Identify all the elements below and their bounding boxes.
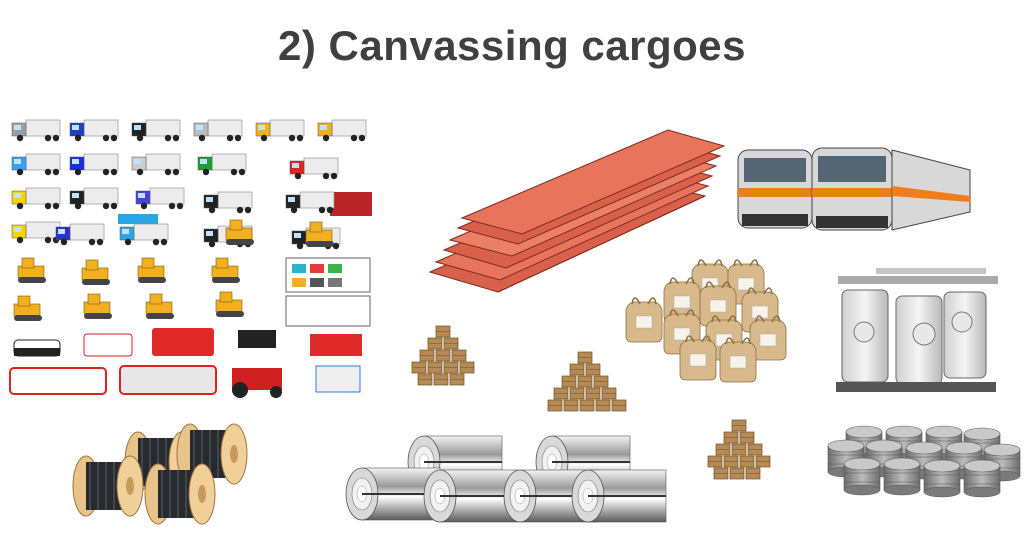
tanks-plant-icon xyxy=(836,268,998,392)
page-title: 2) Canvassing cargoes xyxy=(277,22,747,69)
bulk-bags-icon xyxy=(625,259,787,383)
drums-icon xyxy=(827,425,1021,498)
steel-coils-icon xyxy=(345,435,667,523)
vehicles-group-icon xyxy=(9,119,372,398)
steel-beams-icon xyxy=(428,129,726,293)
cable-drums-icon xyxy=(72,423,248,525)
train-icon xyxy=(737,147,971,231)
